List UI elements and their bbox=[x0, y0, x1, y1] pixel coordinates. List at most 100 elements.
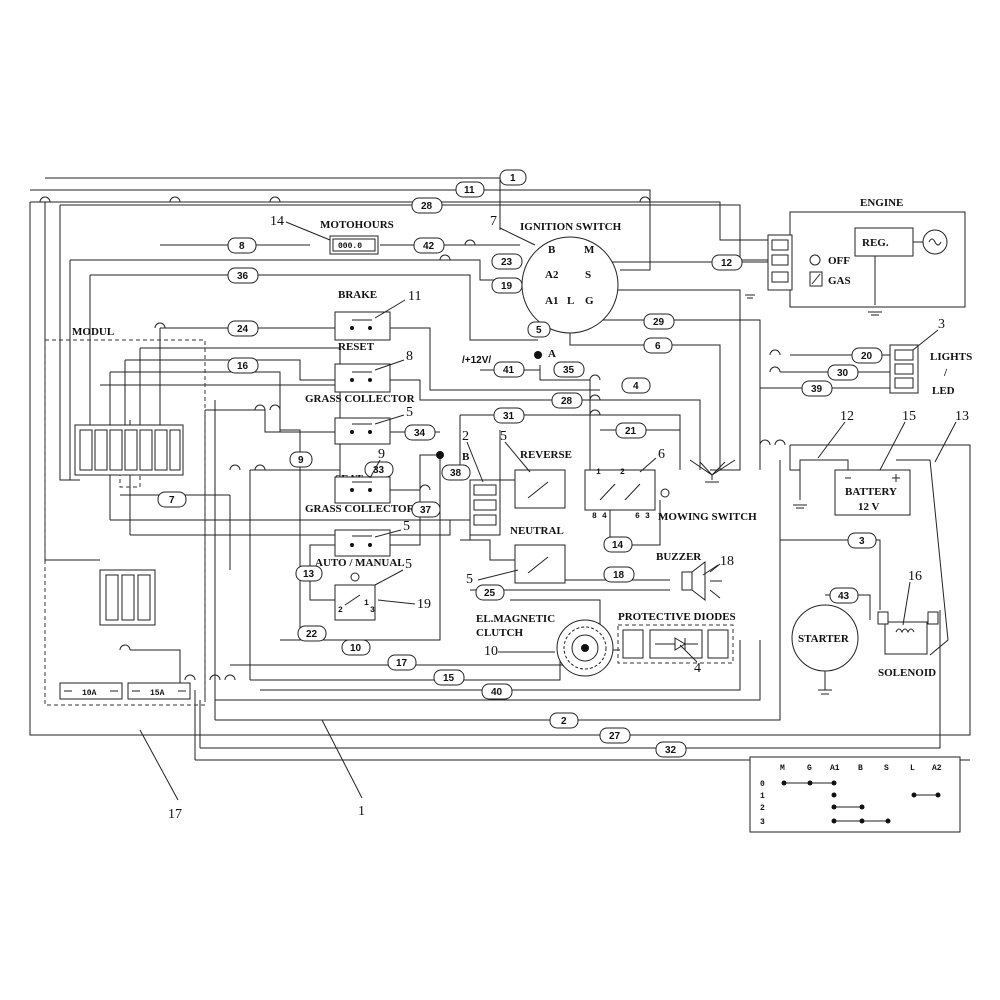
wire-tag-18: 18 bbox=[603, 566, 635, 583]
grass-collector-switch-2: GRASS COLLECTOR bbox=[305, 503, 416, 557]
buzzer-label: BUZZER bbox=[656, 551, 702, 563]
wire-tag-36: 36 bbox=[227, 267, 259, 284]
svg-text:3: 3 bbox=[760, 818, 765, 827]
counter-value: 000.0 bbox=[338, 242, 362, 251]
off-indicator-icon bbox=[809, 254, 821, 266]
fuse-10a: 10A bbox=[59, 682, 123, 700]
starter-label: STARTER bbox=[798, 633, 850, 645]
svg-text:19: 19 bbox=[417, 597, 431, 612]
svg-text:10A: 10A bbox=[82, 689, 97, 698]
wire-tag-22: 22 bbox=[297, 625, 327, 642]
wire-tag-34: 34 bbox=[404, 424, 436, 441]
svg-text:S: S bbox=[884, 764, 889, 773]
neutral-label: NEUTRAL bbox=[510, 525, 564, 537]
battery-voltage: 12 V bbox=[858, 501, 880, 513]
svg-text:42: 42 bbox=[423, 241, 435, 252]
svg-text:25: 25 bbox=[484, 588, 496, 599]
wire-tag-9: 9 bbox=[289, 451, 313, 468]
svg-text:9: 9 bbox=[378, 447, 385, 462]
svg-text:3: 3 bbox=[938, 317, 945, 332]
svg-text:18: 18 bbox=[613, 570, 625, 581]
svg-text:38: 38 bbox=[450, 468, 462, 479]
wire-tag-29: 29 bbox=[643, 313, 675, 330]
svg-text:28: 28 bbox=[561, 396, 573, 407]
svg-text:10: 10 bbox=[484, 644, 498, 659]
wire-tag-19: 19 bbox=[491, 277, 523, 294]
wire-tag-10: 10 bbox=[341, 639, 371, 656]
svg-text:5: 5 bbox=[500, 429, 507, 444]
svg-text:S: S bbox=[585, 269, 591, 281]
wire-tag-41: 41 bbox=[493, 361, 525, 378]
buzzer-icon bbox=[681, 571, 693, 591]
svg-text:1: 1 bbox=[364, 599, 369, 608]
svg-text:17: 17 bbox=[168, 807, 182, 822]
wire-crossovers bbox=[39, 196, 786, 681]
wire-tag-35: 35 bbox=[553, 361, 585, 378]
wire-tag-3: 3 bbox=[847, 532, 877, 549]
svg-text:13: 13 bbox=[955, 409, 969, 424]
svg-text:OFF: OFF bbox=[828, 255, 850, 267]
wire-tag-24: 24 bbox=[227, 320, 259, 337]
svg-text:1: 1 bbox=[358, 804, 365, 819]
svg-text:G: G bbox=[585, 295, 594, 307]
svg-text:L: L bbox=[567, 295, 574, 307]
svg-text:31: 31 bbox=[503, 411, 515, 422]
battery-label: BATTERY bbox=[845, 486, 897, 498]
clutch-label-2: CLUTCH bbox=[476, 627, 524, 639]
svg-text:6: 6 bbox=[658, 447, 665, 462]
svg-text:22: 22 bbox=[306, 629, 318, 640]
svg-text:19: 19 bbox=[501, 281, 513, 292]
wire-tag-30: 30 bbox=[827, 364, 859, 381]
solenoid bbox=[884, 621, 928, 655]
svg-text:A: A bbox=[548, 348, 556, 360]
protective-diodes-label: PROTECTIVE DIODES bbox=[618, 611, 736, 623]
svg-text:A2: A2 bbox=[932, 764, 942, 773]
lights-label: LIGHTS bbox=[930, 351, 972, 363]
svg-text:L: L bbox=[910, 764, 915, 773]
svg-text:3: 3 bbox=[859, 536, 865, 547]
svg-text:B: B bbox=[462, 451, 470, 463]
protective-diodes bbox=[617, 624, 734, 664]
svg-text:33: 33 bbox=[373, 465, 385, 476]
svg-text:GRASS COLLECTOR: GRASS COLLECTOR bbox=[305, 503, 416, 515]
wire-tag-33: 33 bbox=[364, 461, 394, 478]
node-a bbox=[534, 351, 542, 359]
svg-text:11: 11 bbox=[464, 185, 475, 196]
svg-text:G: G bbox=[807, 764, 812, 773]
svg-text:18: 18 bbox=[720, 554, 734, 569]
auto-manual-switch: AUTO / MANUAL 1 2 3 bbox=[315, 557, 405, 621]
svg-text:15: 15 bbox=[902, 409, 916, 424]
wire-tag-4: 4 bbox=[621, 377, 651, 394]
wire-tag-16: 16 bbox=[227, 357, 259, 374]
wire-tag-40: 40 bbox=[481, 683, 513, 700]
svg-text:8: 8 bbox=[239, 241, 245, 252]
svg-text:4: 4 bbox=[633, 381, 639, 392]
svg-text:43: 43 bbox=[838, 591, 850, 602]
svg-text:40: 40 bbox=[491, 687, 503, 698]
wire-tag-11: 11 bbox=[455, 181, 485, 198]
regulator bbox=[854, 227, 914, 257]
svg-text:A2: A2 bbox=[545, 269, 559, 281]
svg-text:2: 2 bbox=[338, 606, 343, 615]
wire-tag-20: 20 bbox=[851, 347, 883, 364]
svg-text:37: 37 bbox=[420, 505, 432, 516]
svg-text:14: 14 bbox=[612, 540, 624, 551]
wire-tag-17: 17 bbox=[387, 654, 417, 671]
ignition-truth-table: M G A1 B S L A2 0 1 2 3 bbox=[749, 756, 961, 833]
svg-text:39: 39 bbox=[811, 384, 823, 395]
svg-text:30: 30 bbox=[837, 368, 849, 379]
brake-switch: BRAKE bbox=[334, 289, 391, 341]
svg-text:1: 1 bbox=[760, 792, 765, 801]
svg-text:16: 16 bbox=[908, 569, 922, 584]
wire-tag-15: 15 bbox=[433, 669, 465, 686]
wire-tag-21: 21 bbox=[615, 422, 647, 439]
solenoid-label: SOLENOID bbox=[878, 667, 936, 679]
ignition-switch-label: IGNITION SWITCH bbox=[520, 221, 622, 233]
wire-tag-37: 37 bbox=[411, 501, 441, 518]
svg-text:1: 1 bbox=[596, 468, 601, 477]
svg-text:13: 13 bbox=[303, 569, 315, 580]
wire-tag-31: 31 bbox=[493, 407, 525, 424]
svg-text:8: 8 bbox=[406, 349, 413, 364]
wire-tag-28: 28 bbox=[411, 197, 443, 214]
